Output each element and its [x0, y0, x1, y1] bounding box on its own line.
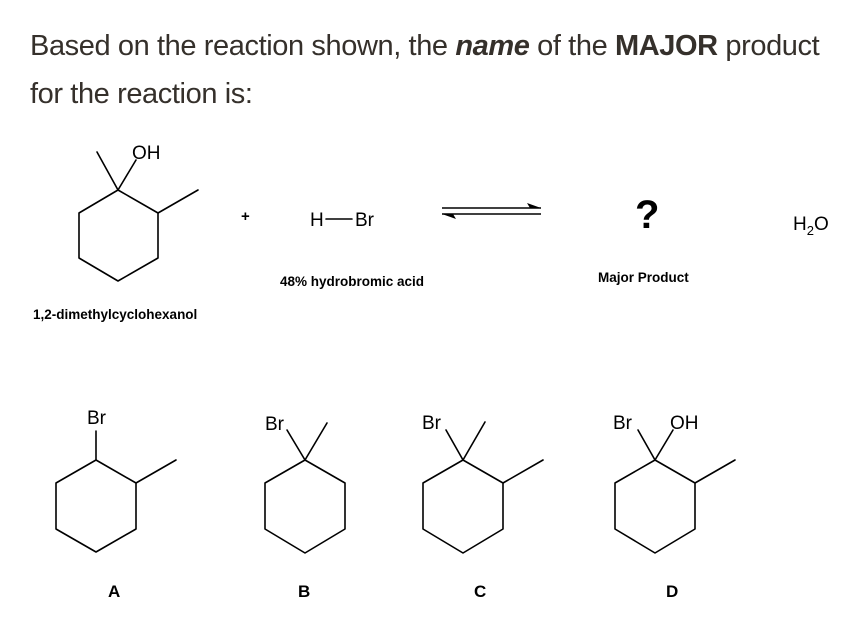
question-text: Based on the reaction shown, the name of… [30, 22, 830, 118]
question-part: product for the reaction is: [30, 30, 820, 110]
major-product-label: Major Product [598, 270, 689, 285]
option-d[interactable]: Br OH D [613, 413, 736, 601]
option-b-br-label: Br [265, 414, 285, 435]
bromine-label: Br [355, 210, 375, 231]
hydroxyl-label: OH [132, 143, 161, 164]
reactant-name: 1,2-dimethylcyclohexanol [33, 307, 197, 322]
option-b[interactable]: Br B [264, 414, 346, 601]
question-part: Based on the reaction shown, the [30, 30, 456, 62]
question-part: of the [529, 30, 615, 62]
option-a-letter: A [108, 582, 120, 601]
option-d-oh-label: OH [670, 413, 699, 434]
water-byproduct: H2O [793, 214, 829, 238]
plus-sign: + [241, 208, 250, 225]
reagent-hbr: H Br 48% hydrobromic acid [280, 210, 424, 289]
reagent-name: 48% hydrobromic acid [280, 274, 424, 289]
equilibrium-arrow-icon [442, 203, 541, 219]
water-formula: H2O [793, 214, 829, 238]
unknown-product-mark: ? [635, 193, 659, 237]
option-b-letter: B [298, 582, 310, 601]
option-a[interactable]: Br A [55, 408, 177, 601]
water-o: O [814, 214, 829, 235]
option-d-br-label: Br [613, 413, 633, 434]
water-h: H [793, 214, 807, 235]
reactant-structure: OH 1,2-dimethylcyclohexanol [33, 143, 199, 322]
emphasis-major: MAJOR [614, 30, 718, 62]
emphasis-name: name [455, 30, 530, 62]
water-subscript: 2 [807, 223, 814, 238]
hydrogen-label: H [310, 210, 324, 231]
option-c[interactable]: Br C [422, 413, 544, 601]
option-a-br-label: Br [87, 408, 107, 429]
option-c-letter: C [474, 582, 486, 601]
option-d-letter: D [666, 582, 678, 601]
option-c-br-label: Br [422, 413, 442, 434]
